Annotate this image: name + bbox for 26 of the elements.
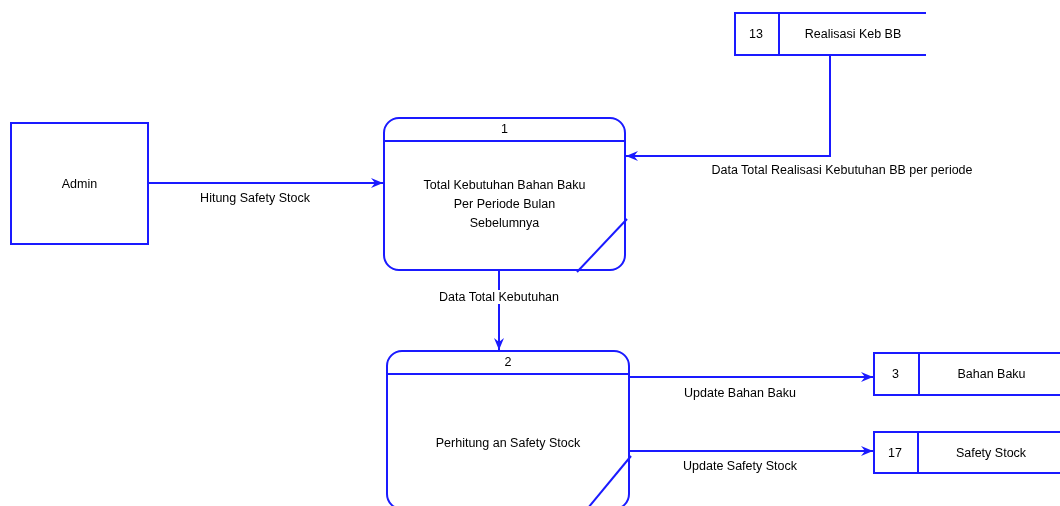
arrow [629,372,874,382]
edge-label: Data Total Realisasi Kebutuhan BB per periode [709,163,975,177]
store-number: 3 [892,367,899,381]
edge-label: Hitung Safety Stock [198,191,312,205]
process-box [383,117,626,271]
store-name: Realisasi Keb BB [804,27,902,41]
entity-name: Admin [61,176,98,191]
edge-label: Update Safety Stock [681,459,799,473]
edge-label: Data Total Kebutuhan [437,290,561,304]
process-name: Total Kebutuhan Bahan Baku Per Periode Bulan Sebelumnya [422,177,587,232]
data-store [873,431,1060,474]
entity-box [10,122,149,245]
process-name: Perhitung an Safety Stock [434,435,582,452]
process-number: 1 [501,122,508,136]
arrow [629,446,874,456]
store-number: 17 [888,445,902,460]
process-box [386,350,630,506]
store-name: Safety Stock [955,445,1027,460]
process-number: 2 [504,355,512,369]
arrow [148,178,384,188]
store-name: Bahan Baku [957,367,1026,381]
data-store [873,352,1060,396]
arrow [625,55,831,161]
data-store [734,12,926,56]
store-number: 13 [749,27,763,41]
edge-label: Update Bahan Baku [682,386,798,400]
